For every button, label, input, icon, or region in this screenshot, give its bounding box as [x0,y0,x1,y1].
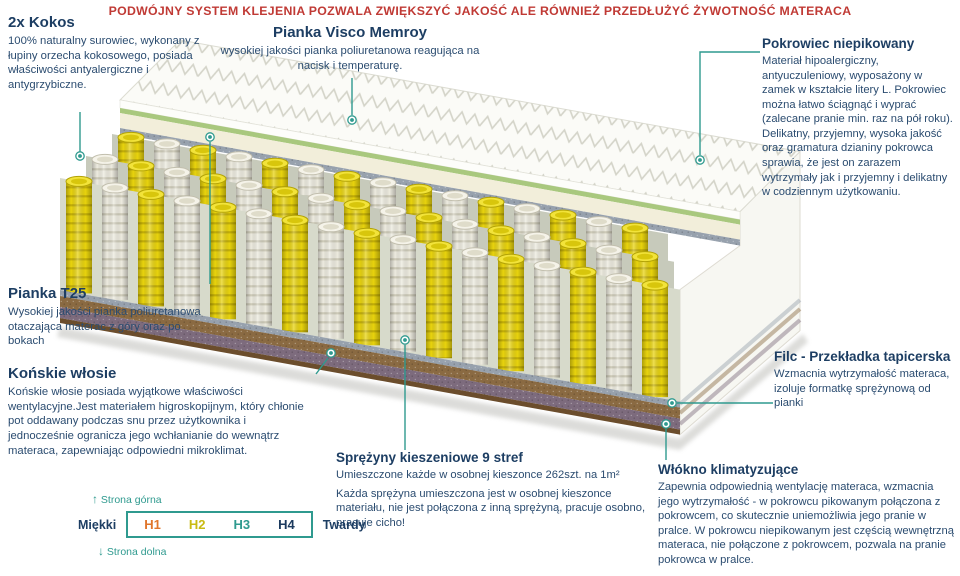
mattress-right-end-face [678,150,802,436]
annotation-filc-title: Filc - Przekładka tapicerska [774,349,951,364]
firmness-level-H4: H4 [278,517,295,532]
annotation-filc: Filc - Przekładka tapicerska Wzmacnia wy… [774,349,954,411]
connector-lines [79,51,773,460]
connector-dots [75,115,705,429]
firmness-scale-box: H1 H2 H3 H4 [126,511,313,538]
annotation-t25-title: Pianka T25 [8,285,87,302]
firmness-level-H3: H3 [233,517,251,532]
annotation-kokos: 2x Kokos 100% naturalny surowiec, wykona… [8,14,204,93]
pocket-springs [60,131,680,402]
annotation-wlokno-title: Włókno klimatyzujące [658,462,799,477]
annotation-sprezyny-title: Sprężyny kieszeniowe 9 stref [336,450,523,465]
annotation-t25-body: Wysokiej jakości pianka poliuretanowa ot… [8,306,201,348]
header-banner: PODWÓJNY SYSTEM KLEJENIA POZWALA ZWIĘKSZ… [108,4,852,18]
annotation-sprezyny: Sprężyny kieszeniowe 9 stref Umieszczone… [336,450,650,534]
bottom-side-note: ↓ Strona dolna [98,544,366,558]
top-side-note: ↑ Strona górna [92,492,366,506]
hard-label: Twardy [322,517,366,532]
annotation-kokos-body: 100% naturalny surowiec, wykonany z łupi… [8,35,200,92]
spring-row-1 [60,175,680,402]
annotation-wlokno-body: Zapewnia odpowiednią wentylację materaca… [658,481,954,566]
annotation-kokos-title: 2x Kokos [8,14,75,31]
annotation-t25: Pianka T25 Wysokiej jakości pianka poliu… [8,285,214,349]
mattress-base-layers [60,290,680,435]
annotation-pokrowiec-body: Materiał hipoalergiczny, antyuczuleniowy… [762,55,953,199]
firmness-level-H1: H1 [144,517,161,532]
annotation-wlokno: Włókno klimatyzujące Zapewnia odpowiedni… [658,462,956,567]
bottom-side-label: Strona dolna [106,546,167,558]
arrow-up-icon: ↑ [92,492,98,506]
annotation-sprezyny-body2: Każda sprężyna umieszczona jest w osobne… [336,487,646,529]
annotation-pokrowiec: Pokrowiec niepikowany Materiał hipoalerg… [762,36,954,200]
annotation-sprezyny-body1: Umieszczone każde w osobnej kieszonce 26… [336,469,620,482]
annotation-pokrowiec-title: Pokrowiec niepikowany [762,36,915,51]
annotation-wlosie-body: Końskie włosie posiada wyjątkowe właściw… [8,386,304,457]
annotation-visco-body: wysokiej jakości pianka poliuretanowa re… [220,45,480,72]
connector-pokrowiec [699,51,760,155]
soft-label: Miękki [78,517,117,532]
connector-wlosie [315,357,329,375]
annotation-visco-title: Pianka Visco Memroy [273,24,427,41]
annotation-wlosie-title: Końskie włosie [8,365,117,382]
annotation-wlosie: Końskie włosie Końskie włosie posiada wy… [8,365,310,458]
firmness-scale: ↑ Strona górna Miękki H1 H2 H3 H4 Twardy ↓ … [78,492,366,558]
firmness-level-H2: H2 [188,517,206,532]
top-side-label: Strona górna [100,494,162,506]
annotation-visco: Pianka Visco Memroy wysokiej jakości pia… [204,24,496,73]
arrow-down-icon: ↓ [98,544,104,558]
annotation-filc-body: Wzmacnia wytrzymałość materaca, izoluje … [774,368,950,410]
